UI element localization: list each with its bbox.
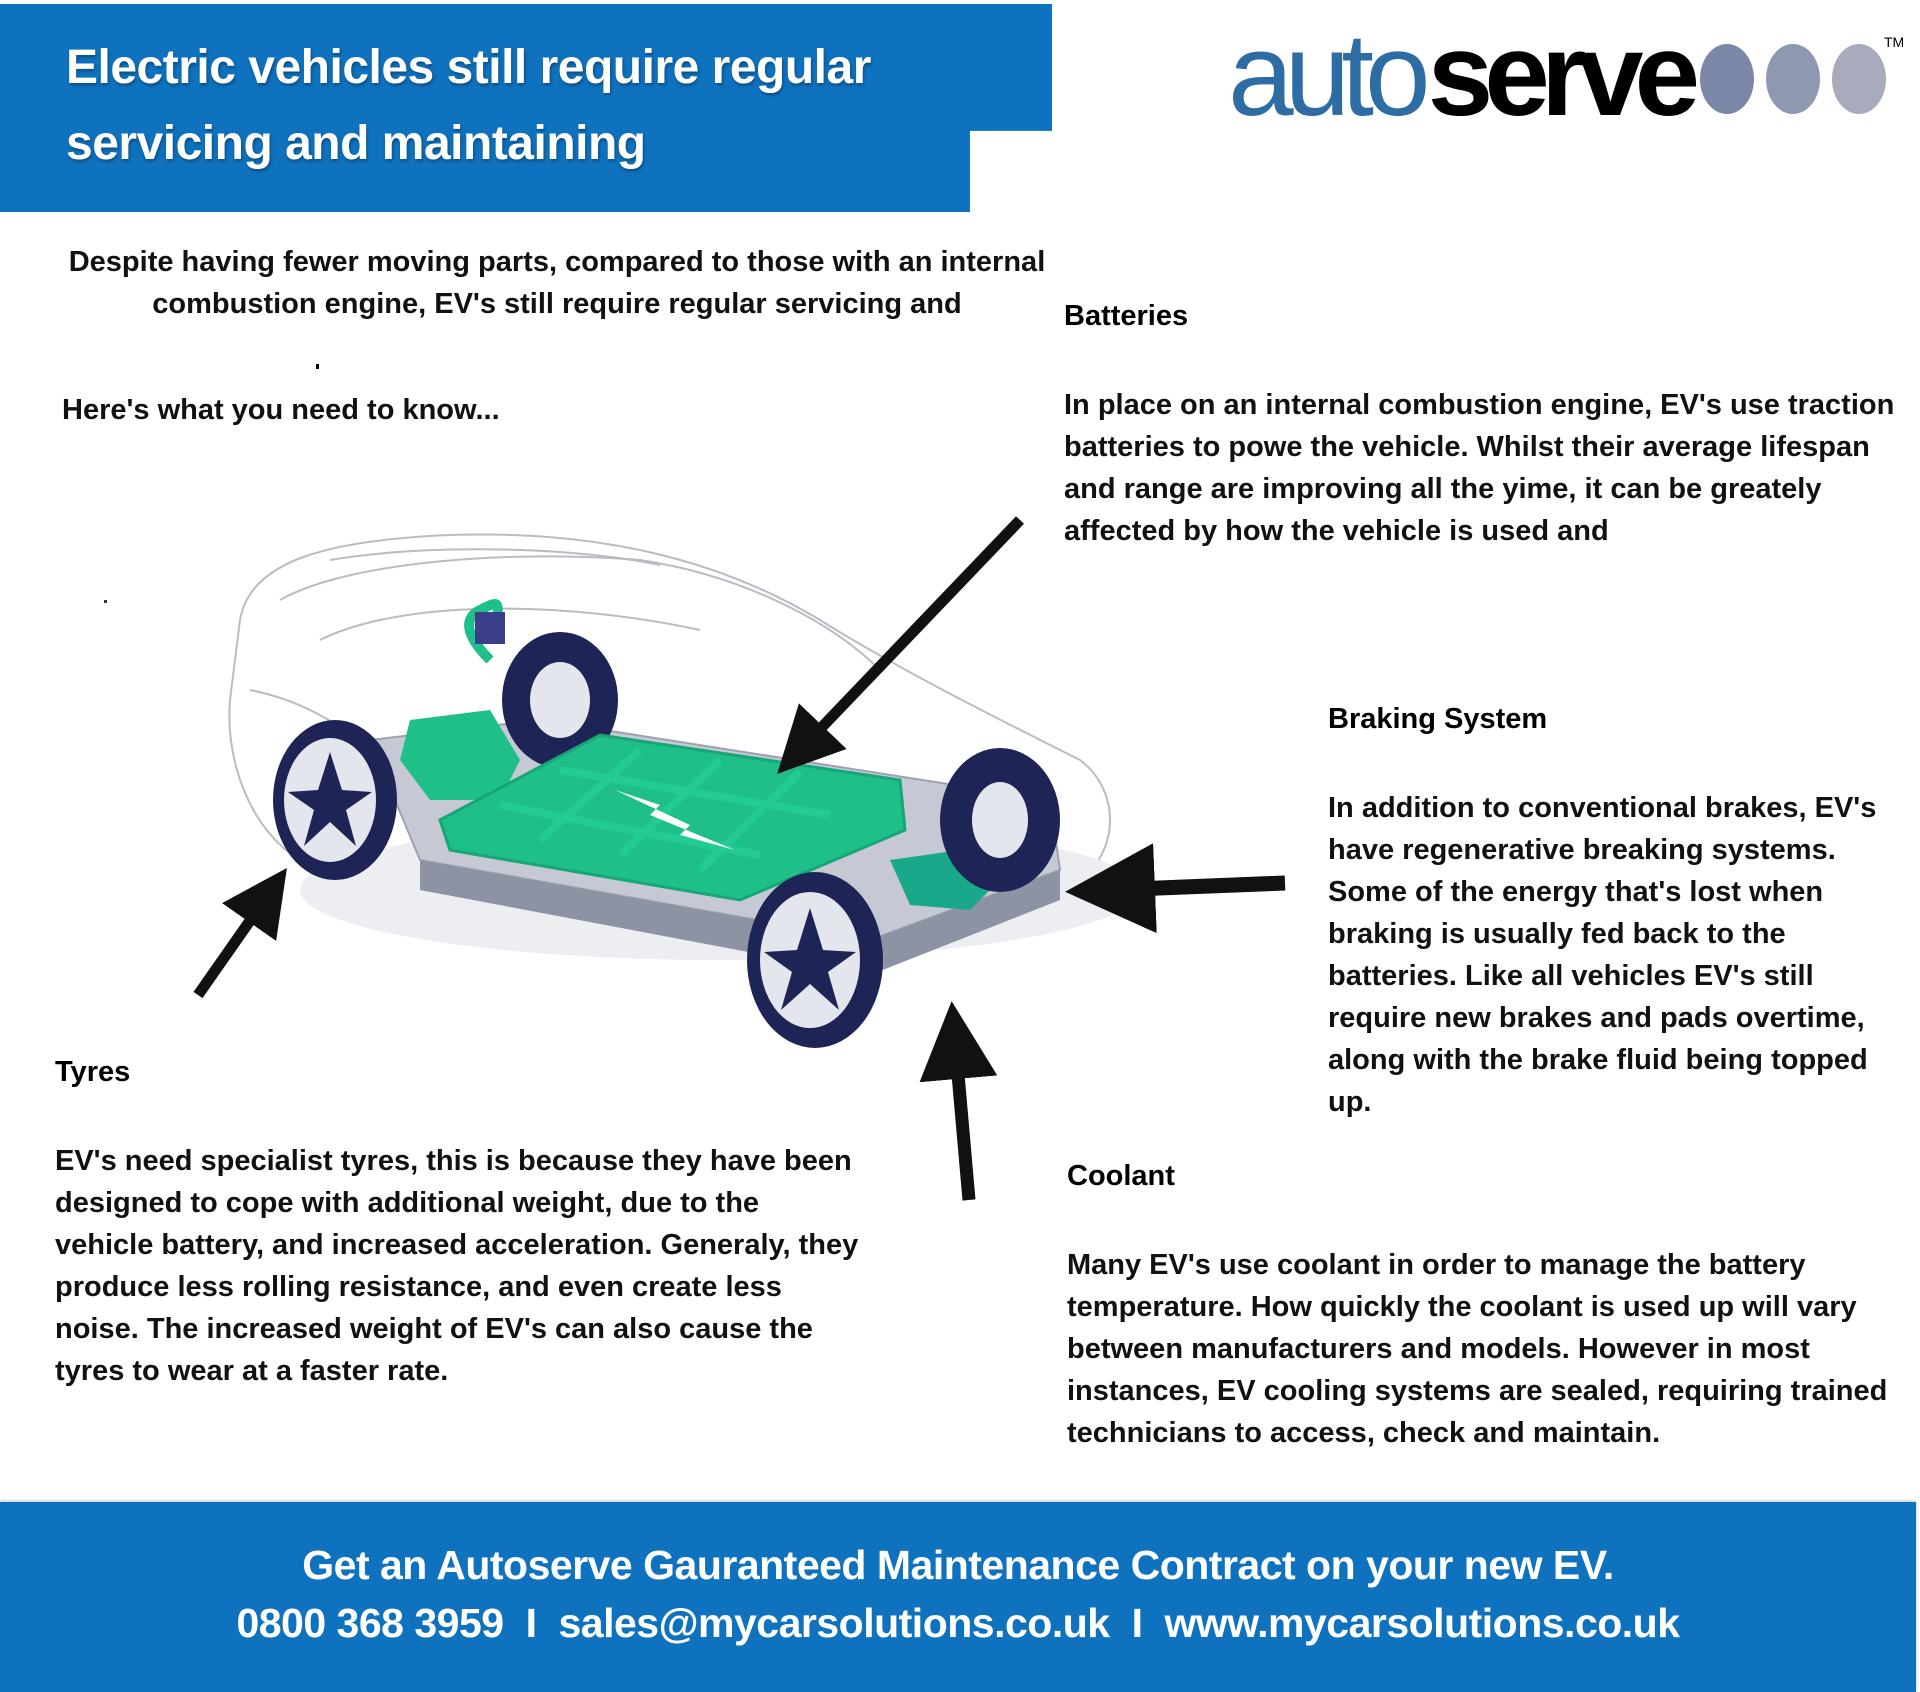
battery-pack-icon xyxy=(438,733,907,902)
tyres-heading: Tyres xyxy=(55,1056,131,1088)
logo-text-auto: auto xyxy=(1228,9,1431,141)
coolant-body: Many EV's use coolant in order to manage… xyxy=(1067,1249,1888,1449)
footer-email-link[interactable]: sales@mycarsolutions.co.uk xyxy=(558,1600,1110,1646)
braking-heading: Braking System xyxy=(1328,703,1548,735)
arrow-icon-coolant xyxy=(919,1001,998,1201)
footer-separator: I xyxy=(525,1600,537,1646)
arrow-icon-braking xyxy=(1065,843,1286,934)
batteries-body: In place on an internal combustion engin… xyxy=(1064,389,1895,547)
lightning-bolt-icon xyxy=(615,790,735,850)
page-title: Electric vehicles still require regular … xyxy=(66,30,1026,182)
batteries-heading: Batteries xyxy=(1064,300,1189,332)
arrow-icon-tyres xyxy=(193,867,287,999)
tyres-body: EV's need specialist tyres, this is beca… xyxy=(55,1145,859,1387)
intro-paragraph: Despite having fewer moving parts, compa… xyxy=(68,246,1046,320)
charge-port-icon xyxy=(475,612,505,644)
footer-website-link[interactable]: www.mycarsolutions.co.uk xyxy=(1164,1600,1680,1646)
logo-text-serve: serve xyxy=(1427,9,1700,141)
title-line-2: servicing and maintaining xyxy=(66,117,646,170)
footer-phone-link[interactable]: 0800 368 3959 xyxy=(236,1600,504,1646)
wheel-icon xyxy=(273,720,397,880)
logo-dot-icon xyxy=(1766,44,1820,114)
trademark-mark: TM xyxy=(1884,34,1905,50)
title-line-1: Electric vehicles still require regular xyxy=(66,41,871,94)
wheel-icon xyxy=(747,872,883,1048)
arrow-icon-batteries xyxy=(777,516,1024,774)
front-motor-icon xyxy=(400,710,520,800)
footer-separator: I xyxy=(1131,1600,1143,1646)
logo-dots xyxy=(1700,44,1886,114)
stray-mark xyxy=(104,600,107,603)
title-banner xyxy=(0,4,1052,212)
footer-headline: Get an Autoserve Gauranteed Maintenance … xyxy=(302,1542,1614,1588)
stray-mark xyxy=(316,364,319,369)
logo-dot-icon xyxy=(1832,44,1886,114)
footer-banner xyxy=(0,1502,1916,1692)
logo-dot-icon xyxy=(1700,44,1754,114)
braking-body: In addition to conventional brakes, EV's… xyxy=(1328,792,1877,1118)
intro-cta: Here's what you need to know... xyxy=(62,394,500,426)
coolant-heading: Coolant xyxy=(1067,1160,1175,1192)
